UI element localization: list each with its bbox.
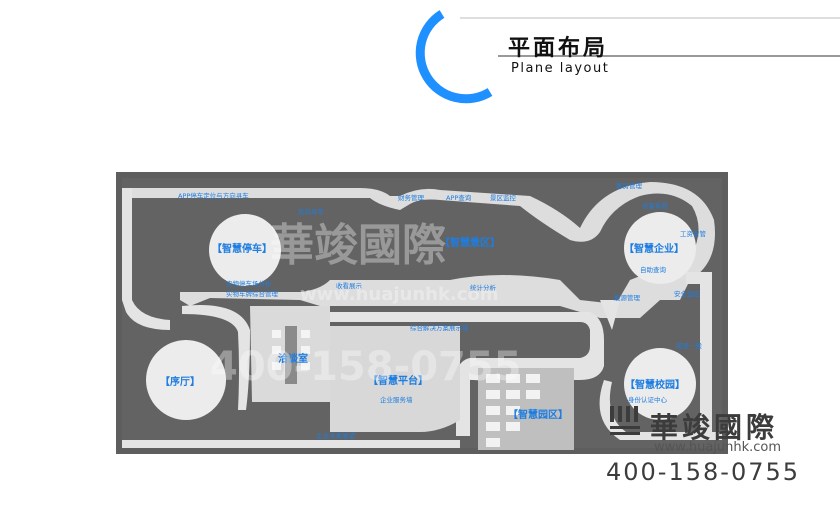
- header-graphic: [415, 10, 840, 104]
- label-parking-analysis: 实物停车场分析: [226, 279, 272, 288]
- platform-area: [330, 326, 460, 432]
- label-campus-sub: 身份认证中心: [628, 395, 668, 404]
- zone-campus: 【智慧校园】: [625, 378, 685, 391]
- page-title: 平面布局: [508, 36, 609, 61]
- accent-arc-icon: [415, 10, 493, 104]
- walkway-upper: [128, 182, 715, 318]
- label-energy: 能源管理: [614, 293, 641, 302]
- zone-lobby: 【序厅】: [160, 375, 200, 388]
- watermark-brand: 華竣國際: [650, 411, 779, 444]
- notch: [600, 300, 620, 330]
- meeting-table: [285, 326, 297, 384]
- right-arm: [686, 272, 712, 440]
- zone-negotiation: 洽谈室: [278, 352, 308, 365]
- pod-enterprise: [624, 212, 696, 284]
- label-guest-room: 客房管理: [616, 181, 643, 190]
- label-parking-mgmt: 实物车牌综合管理: [226, 289, 279, 298]
- label-app-query: APP查询: [446, 193, 472, 202]
- label-work-order: 工资智管: [680, 229, 707, 238]
- pod-parking: [209, 214, 281, 286]
- label-parking-guidance: APP停车定位与方向寻车: [178, 191, 249, 200]
- label-watch-display: 收看展示: [336, 281, 363, 290]
- zone-scenic: 【智慧景区】: [440, 236, 500, 249]
- seat-grid: [486, 374, 540, 447]
- zone-platform: 【智慧平台】: [368, 374, 428, 387]
- zone-enterprise: 【智慧企业】: [624, 242, 684, 255]
- crescent-wall: [182, 305, 250, 410]
- zone-parking: 【智慧停车】: [212, 242, 272, 255]
- plan-watermark-brand: 華竣國際: [270, 220, 446, 271]
- label-safety: 安全监控: [674, 289, 701, 298]
- label-finance: 财务管理: [398, 193, 425, 202]
- watermark-phone: 400-158-0755: [606, 458, 801, 486]
- page-subtitle: Plane layout: [511, 61, 610, 76]
- plan-watermark-url: www.huajunhk.com: [300, 284, 499, 305]
- walkway-left: [122, 188, 170, 330]
- watermark-url: www.huajunhk.com: [654, 440, 782, 455]
- meeting-chairs: [272, 330, 310, 370]
- pod-campus: [624, 348, 696, 420]
- label-stat: 统计分析: [470, 283, 497, 292]
- label-corridor: 阅览一般: [676, 341, 703, 350]
- walkway-bottom: [122, 440, 460, 448]
- label-smart-office: 自助查询: [640, 265, 667, 274]
- label-enterprise-service: 企业未来展望: [316, 431, 356, 440]
- pod-lobby: [146, 340, 226, 420]
- label-reverse-search: 反向寻车: [298, 207, 325, 216]
- plan-watermark-phone: 400-158-0755: [210, 344, 522, 390]
- brand-logo-icon: [610, 406, 640, 435]
- label-platform-sub: 企业服务墙: [380, 395, 413, 404]
- label-scenic-monitor: 景区监控: [490, 193, 517, 202]
- zone-park: 【智慧园区】: [508, 408, 568, 421]
- label-visitor: 访客系统: [642, 201, 669, 210]
- label-solution: 综合解决方案展示墙: [410, 323, 469, 332]
